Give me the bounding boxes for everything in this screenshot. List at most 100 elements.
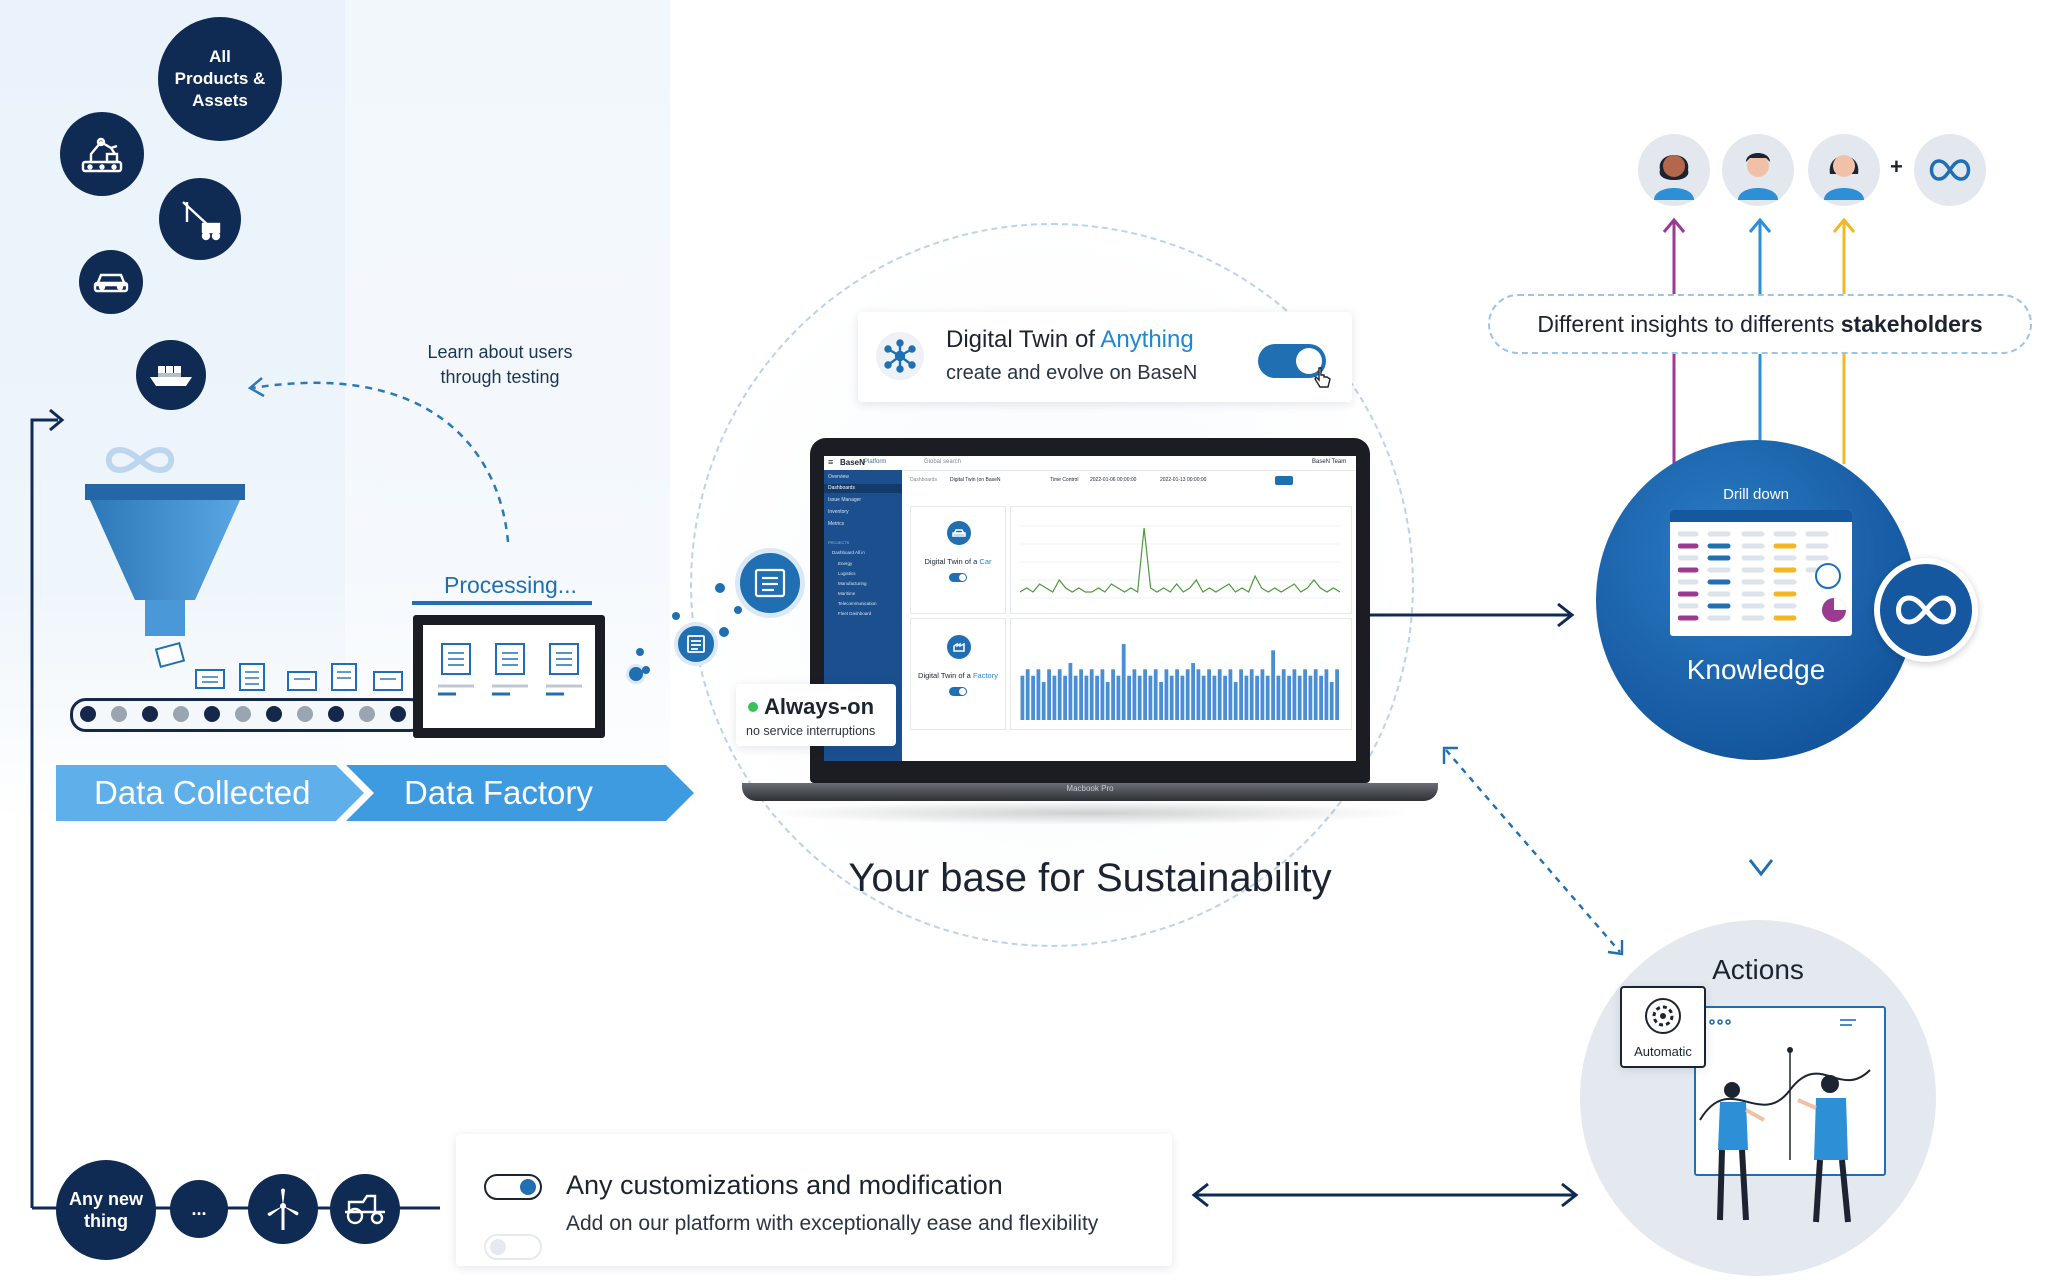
project-item[interactable]: Fleet Dashboard xyxy=(838,611,872,616)
bar xyxy=(1319,675,1323,720)
bar xyxy=(1025,669,1030,720)
stage-data-collected: Data Collected xyxy=(94,774,311,811)
time-from[interactable]: 2022-01-06 00:00:00 xyxy=(1090,477,1137,483)
products-assets-circle: All Products & Assets xyxy=(158,17,282,141)
breadcrumb-1[interactable]: Dashboards xyxy=(910,477,937,483)
bubble-dots xyxy=(636,583,742,674)
bar xyxy=(1111,669,1115,720)
arrow-to-knowledge xyxy=(1370,602,1575,628)
woman-avatar-icon xyxy=(1654,155,1694,200)
nav-item[interactable]: Dashboards xyxy=(828,485,855,491)
menu-icon[interactable]: ≡ xyxy=(828,457,834,467)
learn-dashed-arrow xyxy=(247,377,510,543)
bar xyxy=(1249,669,1254,720)
bar xyxy=(1143,669,1147,720)
dashboard-topbar: ≡ BaseN Platform Global search BaseN Tea… xyxy=(824,456,1356,471)
bar xyxy=(1180,675,1185,720)
nav-item[interactable]: Inventory xyxy=(828,509,849,515)
bar xyxy=(1308,675,1313,720)
bar xyxy=(1335,669,1339,720)
bar xyxy=(1159,682,1163,720)
twin-subtitle: create and evolve on BaseN xyxy=(946,362,1198,384)
stakeholder-avatar xyxy=(1808,134,1880,206)
custom-toggle-off[interactable] xyxy=(484,1234,542,1260)
twin-toggle[interactable] xyxy=(1258,344,1326,378)
learn-text-line1: Learn about users xyxy=(427,342,573,362)
processing-label: Processing... xyxy=(444,572,577,598)
doc-bubble-small xyxy=(626,664,646,684)
tractor-circle xyxy=(330,1174,400,1244)
bar xyxy=(1089,669,1094,720)
bar xyxy=(1329,682,1334,720)
bar xyxy=(1239,669,1243,720)
car-twin-toggle[interactable] xyxy=(949,573,967,582)
doc-bubble-medium xyxy=(674,622,718,666)
project-item[interactable]: Manufacturing xyxy=(838,581,867,586)
global-search[interactable]: Global search xyxy=(924,459,962,465)
custom-toggle-on[interactable] xyxy=(484,1174,542,1200)
nav-item[interactable]: Overview xyxy=(828,474,849,480)
bar xyxy=(1287,675,1291,720)
plus-sign: + xyxy=(1890,154,1903,179)
project-item[interactable]: Logistics xyxy=(838,571,856,576)
insights-pill: Different insights to differents stakeho… xyxy=(1488,294,2032,354)
brand-name: BaseN xyxy=(840,458,865,467)
factory-twin-toggle[interactable] xyxy=(949,687,967,696)
project-item[interactable]: Telecommunication xyxy=(838,601,877,606)
bar xyxy=(1313,669,1318,720)
nav-item[interactable]: Issue Manager xyxy=(828,497,862,503)
network-icon-circle xyxy=(876,332,924,380)
custom-subtitle: Add on our platform with exceptionally e… xyxy=(566,1212,1099,1235)
knowledge-label: Knowledge xyxy=(1686,654,1826,685)
bar xyxy=(1324,669,1329,720)
nav-section: PROJECTS xyxy=(828,540,850,545)
factory-twin-icon xyxy=(947,635,971,659)
stakeholder-avatar xyxy=(1638,134,1710,206)
laptop-base xyxy=(742,783,1438,801)
actions-illustration xyxy=(1699,1019,1871,1223)
ellipsis: ... xyxy=(191,1198,207,1219)
bar xyxy=(1164,669,1169,720)
project-item[interactable]: Dashboard All in xyxy=(832,550,865,555)
time-control-label[interactable]: Time Control xyxy=(1050,477,1079,483)
time-to[interactable]: 2022-01-13 00:00:00 xyxy=(1160,477,1207,483)
dashed-diagonal-arrow xyxy=(1442,746,1624,956)
stage-data-factory: Data Factory xyxy=(404,774,593,811)
ship-circle xyxy=(136,340,206,410)
bar xyxy=(1057,669,1062,720)
user-name[interactable]: BaseN Team xyxy=(1312,459,1347,465)
drill-down-table xyxy=(1670,510,1852,636)
bar xyxy=(1169,675,1174,720)
car-twin-card[interactable]: Digital Twin of a Car xyxy=(910,506,1006,614)
processing-monitor xyxy=(413,615,605,738)
bar xyxy=(1100,669,1105,720)
processing-underline xyxy=(412,601,592,605)
bar xyxy=(1153,669,1158,720)
crane-circle xyxy=(159,178,241,260)
bar xyxy=(1031,675,1035,720)
infinity-icon xyxy=(1929,159,1971,181)
nav-item[interactable]: Metrics xyxy=(828,521,845,527)
save-button[interactable] xyxy=(1275,476,1293,485)
customization-card: Any customizations and modification Add … xyxy=(456,1134,1172,1266)
line-chart-panel xyxy=(1010,506,1352,614)
bar xyxy=(1265,675,1270,720)
cursor-hand-icon xyxy=(1314,367,1331,388)
automatic-badge: Automatic xyxy=(1620,986,1706,1068)
twin-title-prefix: Digital Twin of xyxy=(946,326,1095,353)
funnel xyxy=(85,446,245,636)
infinity-icon xyxy=(1896,595,1956,625)
always-on-title: Always-on xyxy=(764,694,875,719)
project-item[interactable]: Maritime xyxy=(838,591,856,596)
always-on-card: Always-on no service interruptions xyxy=(736,684,896,746)
learn-text-line2: through testing xyxy=(440,367,560,387)
nav-item-active[interactable] xyxy=(824,484,902,493)
learn-about-users-text: Learn about users through testing xyxy=(400,340,600,390)
bar xyxy=(1233,682,1238,720)
document-icon xyxy=(687,635,705,653)
gear-icon xyxy=(1645,998,1681,1034)
status-dot xyxy=(748,702,758,712)
factory-twin-card[interactable]: Digital Twin of a Factory xyxy=(910,618,1006,730)
infinity-icon xyxy=(105,446,175,474)
project-item[interactable]: Energy xyxy=(838,561,853,566)
